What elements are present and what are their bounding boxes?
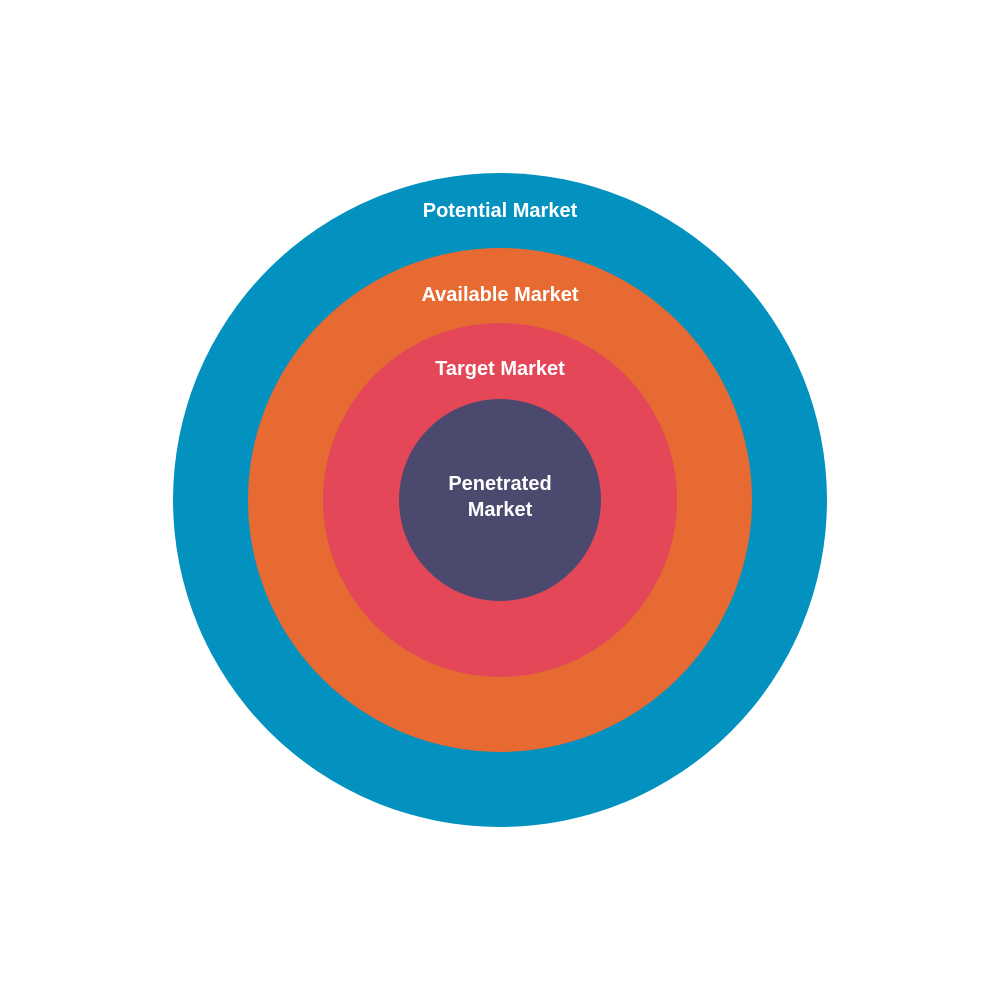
label-penetrated-line1: Penetrated	[448, 473, 552, 495]
label-potential-market: Potential Market	[422, 200, 578, 222]
ring-penetrated-market	[399, 399, 601, 601]
label-target-market: Target Market	[435, 358, 565, 380]
label-penetrated-line2: Market	[467, 499, 533, 521]
label-available-market: Available Market	[421, 284, 579, 306]
